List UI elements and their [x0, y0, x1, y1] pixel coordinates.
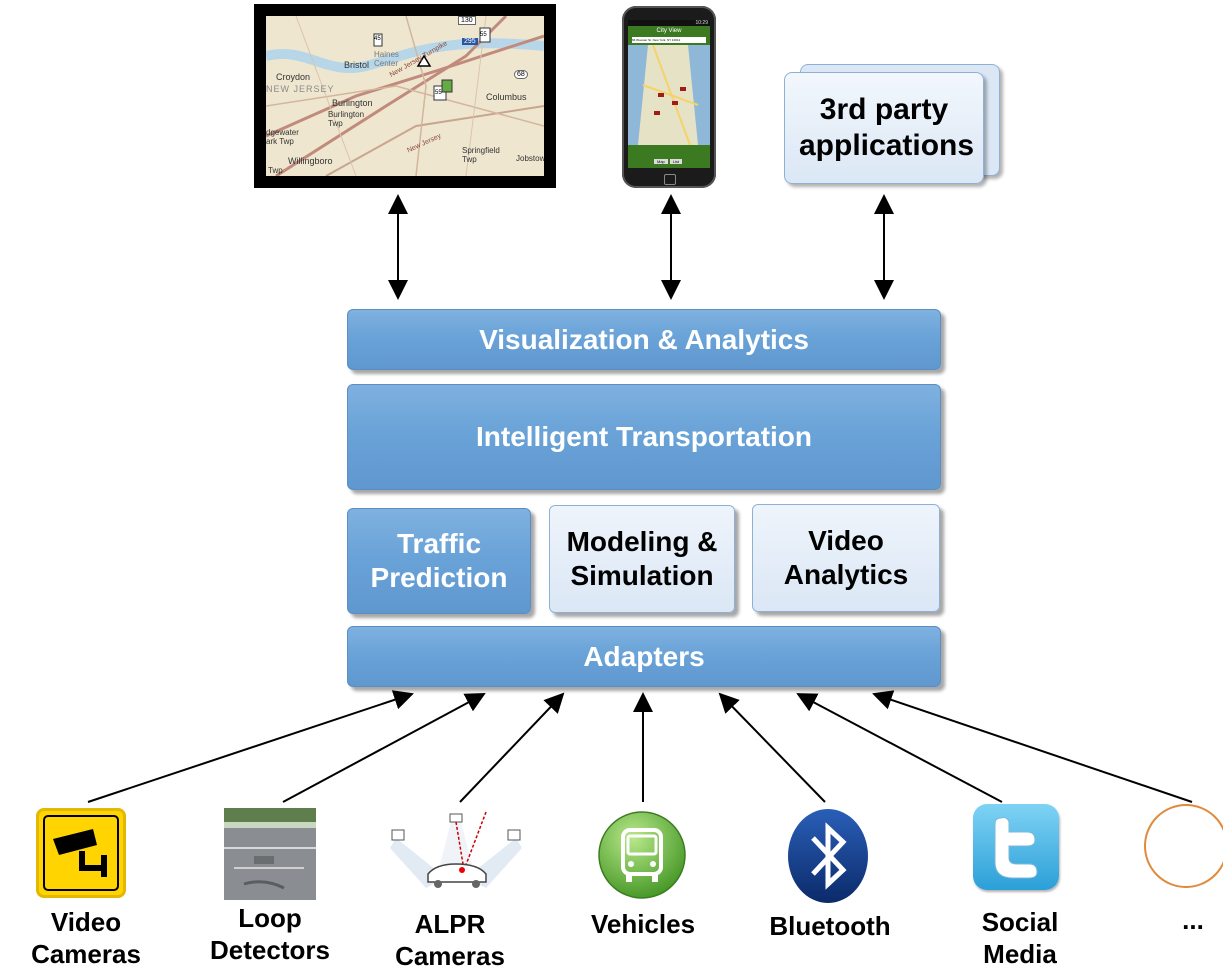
source-label-video-cameras: Video Cameras	[31, 907, 141, 969]
video-analytics-box: Video Analytics	[752, 504, 940, 612]
phone-title: City View	[656, 28, 682, 34]
map-shield-130: 130	[458, 16, 476, 25]
map-place-burlington-twp: Burlington Twp	[328, 110, 365, 128]
map-marker-55b: 55	[435, 90, 442, 96]
source-label-vehicles: Vehicles	[590, 909, 696, 939]
phone-list-button[interactable]: List	[669, 159, 683, 164]
map-graphic	[266, 16, 544, 176]
map-place-twp: Twp	[268, 166, 283, 175]
map-place-springfield: Springfield Twp	[462, 146, 500, 164]
adapters-layer: Adapters	[347, 626, 941, 687]
map-place-willingboro: Willingboro	[288, 156, 333, 166]
intelligent-transportation-layer: Intelligent Transportation	[347, 384, 941, 490]
modeling-simulation-box: Modeling & Simulation	[549, 505, 735, 613]
traffic-prediction-label: Traffic Prediction	[370, 528, 508, 593]
phone-home-button[interactable]	[664, 174, 676, 185]
map-place-edgewater: dgewater ark Twp	[266, 128, 299, 146]
map-place-columbus: Columbus	[486, 92, 527, 102]
intelligent-transportation-label: Intelligent Transportation	[475, 421, 812, 452]
traffic-prediction-box: Traffic Prediction	[347, 508, 531, 614]
map-region-nj: NEW JERSEY	[266, 84, 335, 94]
map-place-bristol: Bristol	[344, 60, 370, 70]
bluetooth-icon	[787, 808, 869, 904]
source-label-bluetooth: Bluetooth	[769, 911, 891, 941]
phone-map-button[interactable]: Map	[654, 159, 668, 164]
map-screenshot: Croydon Bristol Haines Center Burlington…	[254, 4, 556, 188]
map-place-haines: Haines Center	[374, 50, 399, 68]
source-label-social-media: Social Media	[981, 907, 1059, 969]
map-place-croydon: Croydon	[276, 72, 311, 82]
circle-icon	[1144, 804, 1223, 888]
modeling-simulation-label: Modeling & Simulation	[566, 526, 718, 591]
loop-detectors-arrow	[282, 693, 486, 803]
alpr-camera-icon	[386, 808, 526, 892]
visualization-analytics-layer: Visualization & Analytics	[347, 309, 941, 370]
source-label-alpr-cameras: ALPR Cameras	[395, 909, 505, 971]
visualization-analytics-label: Visualization & Analytics	[479, 323, 809, 355]
third-party-label: 3rd party applications	[799, 93, 975, 162]
social-media-arrow	[796, 693, 1003, 803]
twitter-icon	[973, 804, 1059, 890]
map-marker-45: 45	[374, 36, 381, 42]
phone-map	[628, 45, 710, 145]
bus-icon	[597, 810, 687, 900]
adapters-label: Adapters	[583, 640, 705, 672]
phone-address-field[interactable]: 66 Wooster St, New York, NY 10012	[632, 37, 706, 43]
map-shield-68: 68	[514, 70, 528, 79]
phone-status-bar: 10:29	[628, 20, 710, 26]
map-shield-295: 295	[462, 38, 478, 45]
third-party-box: 3rd party applications	[784, 72, 984, 184]
source-label-other: ...	[1182, 905, 1204, 935]
source-label-loop-detectors: Loop Detectors	[210, 903, 330, 965]
map-marker-55a: 55	[480, 32, 487, 38]
bluetooth-arrow	[718, 692, 826, 803]
map-place-jobstow: Jobstow	[516, 154, 544, 163]
other-sources-arrow	[872, 690, 1193, 803]
video-cameras-arrow	[87, 690, 414, 803]
cctv-sign-icon	[36, 808, 126, 898]
alpr-cameras-arrow	[459, 692, 565, 803]
map-place-burlington: Burlington	[332, 98, 373, 108]
road-photo-icon	[224, 808, 316, 900]
video-analytics-label: Video Analytics	[783, 525, 909, 590]
phone-screenshot: 10:29 City View 66 Wooster St, New York,…	[622, 6, 716, 188]
